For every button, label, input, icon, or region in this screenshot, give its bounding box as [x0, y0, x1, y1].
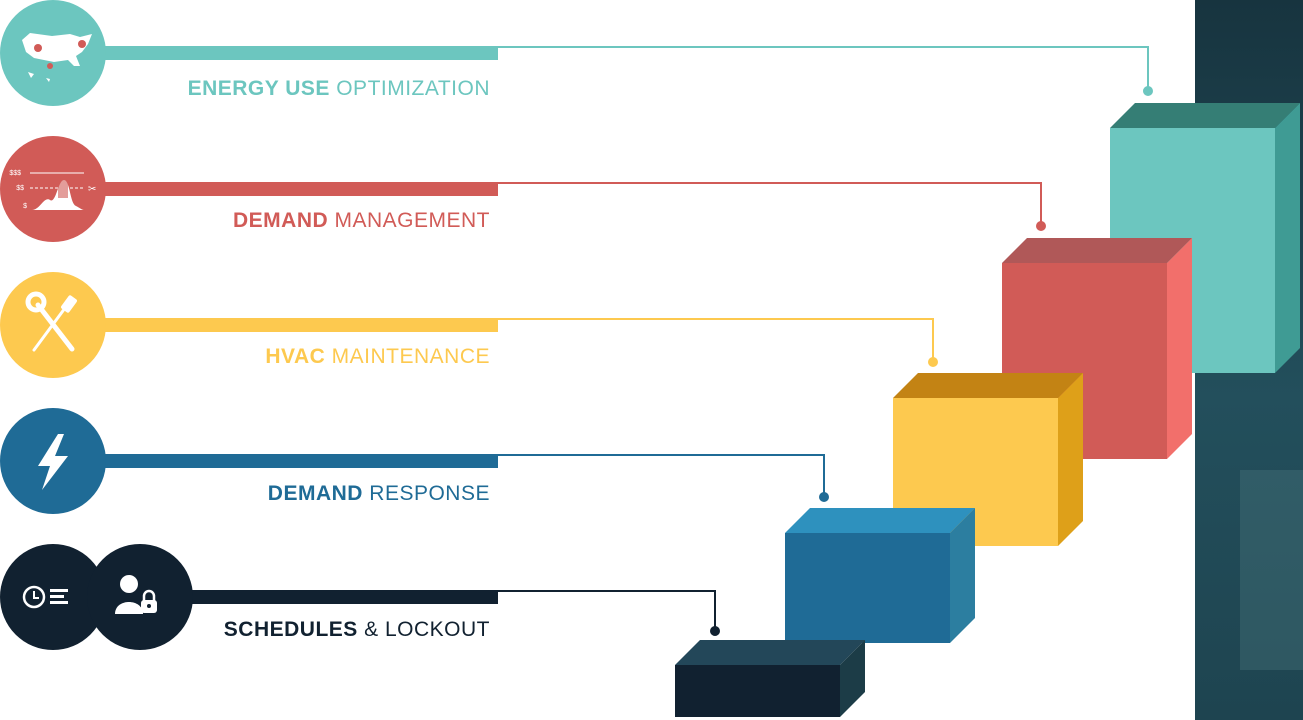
map-islands [28, 72, 50, 82]
bolt-shape [38, 434, 68, 490]
schedules-step [675, 640, 865, 717]
step-side-face [1058, 373, 1083, 546]
clock-face [22, 585, 46, 609]
scissors-icon: ✂ [88, 184, 96, 195]
price-tick-label: $$$ [9, 170, 21, 177]
connector-bar [60, 182, 498, 196]
lock-shackle [142, 589, 156, 601]
map-hotspot [34, 44, 42, 52]
connector-dot [1143, 86, 1153, 96]
price-tick-label: $$ [16, 185, 24, 192]
connector-bar [60, 454, 498, 468]
demand-peak-chart-icon: $$$$$$✂ [0, 136, 106, 242]
wrench-head [25, 291, 47, 313]
step-side-face [1167, 238, 1192, 459]
user-head [120, 575, 138, 593]
connector-dot [710, 626, 720, 636]
icon-circle [0, 136, 106, 242]
label-demand-management: DEMAND MANAGEMENT [232, 209, 490, 232]
wrench-handle [35, 302, 75, 352]
label-demand-response: DEMAND RESPONSE [267, 482, 490, 505]
label-schedules-lockout: SCHEDULES & LOCKOUT [223, 618, 490, 641]
step-top-face [893, 373, 1083, 398]
connector-line [498, 46, 1149, 91]
step-side-face [840, 640, 865, 717]
user-body [115, 602, 143, 614]
connector-line [498, 182, 1042, 226]
us-map-icon [0, 0, 106, 106]
screwdriver-grip [61, 295, 77, 313]
step-top-face [785, 508, 975, 533]
demand-management-step [1002, 238, 1192, 459]
map-hotspot [78, 40, 86, 48]
step-top-face [1110, 103, 1300, 128]
connector-line [498, 318, 934, 362]
connector-dot [928, 357, 938, 367]
clock-schedule-icon [0, 544, 106, 650]
step-side-face [1275, 103, 1300, 373]
step-top-face [1002, 238, 1192, 263]
lock-keyhole [147, 604, 151, 608]
schedule-line [50, 595, 64, 598]
step-front-face [675, 665, 840, 717]
clock-hands [33, 591, 39, 599]
peak-shade [58, 176, 68, 198]
demand-response-step [785, 508, 975, 643]
schedule-line [50, 601, 68, 604]
connector-line [498, 454, 825, 497]
wrench-screwdriver-icon [0, 272, 106, 378]
user-lock-icon [87, 544, 193, 650]
connector-dot [1036, 221, 1046, 231]
label-energy-use: ENERGY USE OPTIMIZATION [187, 77, 490, 100]
connector-line [498, 590, 716, 631]
connector-dot [819, 492, 829, 502]
background-photo-highlight [1240, 470, 1303, 670]
map-hotspot [47, 63, 53, 69]
step-side-face [950, 508, 975, 643]
lightning-bolt-icon [0, 408, 106, 514]
screwdriver-shaft [32, 302, 70, 352]
connector-bar [60, 318, 498, 332]
step-top-face [675, 640, 865, 665]
icon-circle [87, 544, 193, 650]
map-shape [22, 33, 92, 66]
connector-bar [60, 46, 498, 60]
schedule-line [50, 589, 68, 592]
price-tick-label: $ [23, 203, 27, 210]
label-hvac-maintenance: HVAC MAINTENANCE [265, 345, 490, 368]
step-front-face [785, 533, 950, 643]
